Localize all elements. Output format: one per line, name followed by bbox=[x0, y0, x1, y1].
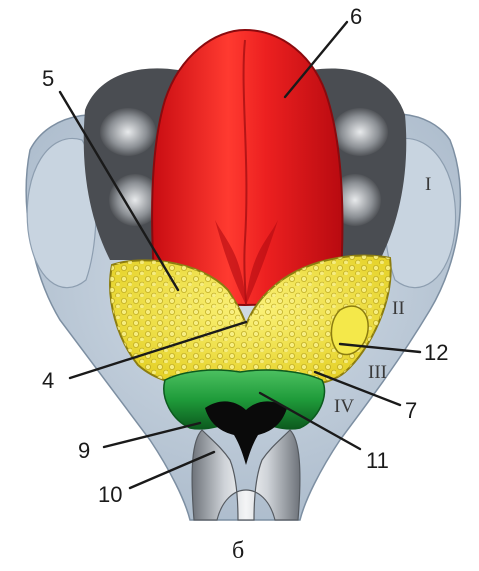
roman-IV: IV bbox=[334, 396, 354, 417]
label-4: 4 bbox=[42, 368, 54, 393]
label-5: 5 bbox=[42, 66, 54, 91]
roman-II: II bbox=[392, 298, 405, 319]
label-9: 9 bbox=[78, 438, 90, 463]
label-6: 6 bbox=[350, 4, 362, 29]
label-11: 11 bbox=[366, 448, 389, 473]
figure-caption: б bbox=[232, 538, 244, 564]
roman-III: III bbox=[368, 362, 387, 383]
label-7: 7 bbox=[405, 398, 417, 423]
label-12: 12 bbox=[424, 340, 448, 365]
roman-I: I bbox=[425, 174, 431, 195]
label-10: 10 bbox=[98, 482, 122, 507]
